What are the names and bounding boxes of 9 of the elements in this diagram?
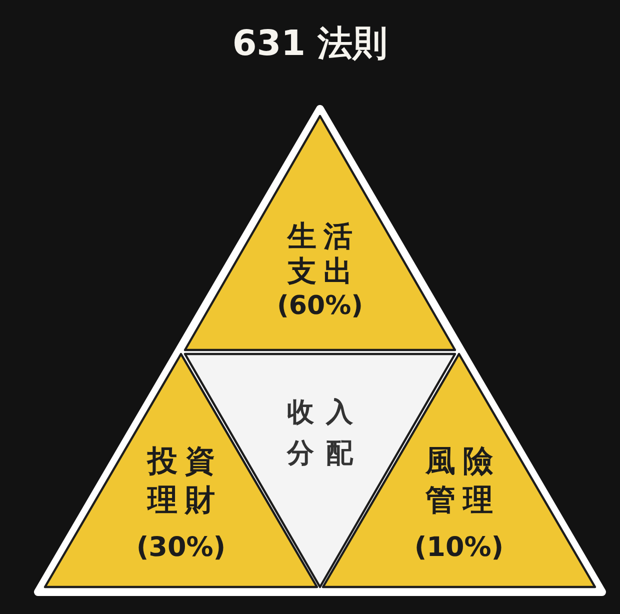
segment-label: 風險管理 [424,443,501,520]
triangle-segment [183,114,457,352]
percentage-label: (10%) [414,531,504,565]
segment-label: 收入分配 [286,396,366,471]
segment-label: 投資理財 [146,443,223,520]
segment-label: 生活支出 [286,219,361,289]
percentage-label: (30%) [136,531,226,565]
percentage-label: (60%) [277,290,363,323]
diagram-title: 631 法則 [231,23,389,66]
